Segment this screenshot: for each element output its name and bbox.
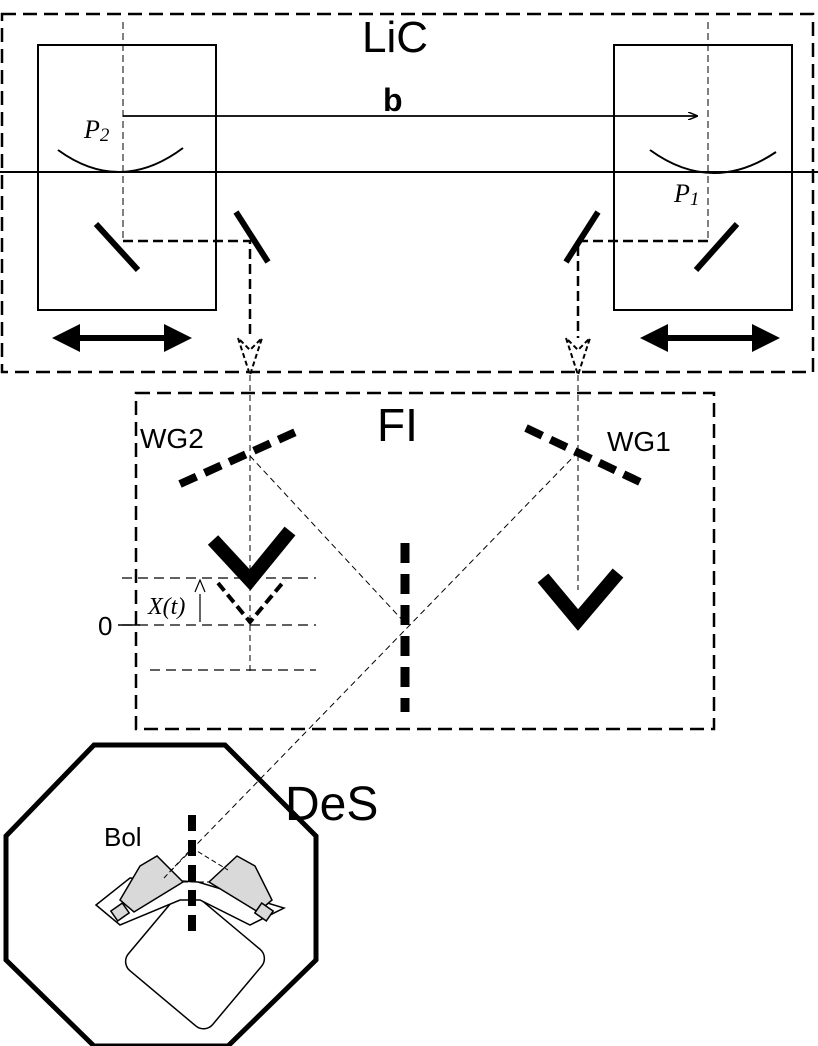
baseline-label: b	[383, 82, 403, 118]
wg1-to-detector-beam	[163, 451, 579, 879]
left-primary-mirror	[57, 147, 184, 173]
p1-label: P1	[673, 179, 699, 210]
wire-grid-wg2	[178, 426, 302, 488]
right-translation-arrow	[640, 324, 780, 352]
left-beam-path	[123, 239, 252, 338]
left-rooftop-mirror	[207, 526, 296, 591]
left-fold-mirror	[93, 221, 141, 273]
left-rooftop-mirror-displaced	[216, 578, 287, 626]
bol-label: Bol	[104, 822, 142, 852]
right-fold-mirror	[693, 222, 740, 272]
lic-label: LiC	[362, 13, 428, 62]
lic-enclosure	[0, 12, 815, 374]
displacement-marker	[194, 578, 206, 622]
des-label: DeS	[285, 778, 378, 831]
left-relay-mirror	[233, 210, 271, 264]
wg2-label: WG2	[140, 423, 204, 454]
right-primary-mirror	[649, 149, 777, 174]
right-bolometer-horn	[207, 855, 275, 922]
right-beam-path	[576, 239, 708, 338]
p2-label: P2	[83, 115, 110, 146]
fi-label: FI	[377, 399, 418, 451]
wg2-diagonal-beam	[249, 455, 407, 625]
left-telescope-box	[37, 44, 217, 311]
xt-label: X(t)	[147, 594, 185, 620]
right-rooftop-mirror	[537, 568, 624, 631]
wg1-label: WG1	[607, 426, 671, 457]
right-telescope-box	[613, 44, 793, 311]
left-beam-arrowhead	[237, 337, 263, 379]
right-relay-mirror	[563, 210, 601, 264]
left-translation-arrow	[52, 324, 192, 352]
des-enclosure	[3, 742, 319, 1046]
fi-enclosure	[134, 391, 716, 731]
right-beam-arrowhead	[565, 337, 591, 379]
zero-label: 0	[98, 611, 112, 641]
wire-grid-wg1	[524, 424, 642, 486]
detector-assembly	[124, 890, 266, 1030]
left-bolometer-horn	[109, 855, 185, 922]
detector-beam-path	[163, 847, 229, 879]
